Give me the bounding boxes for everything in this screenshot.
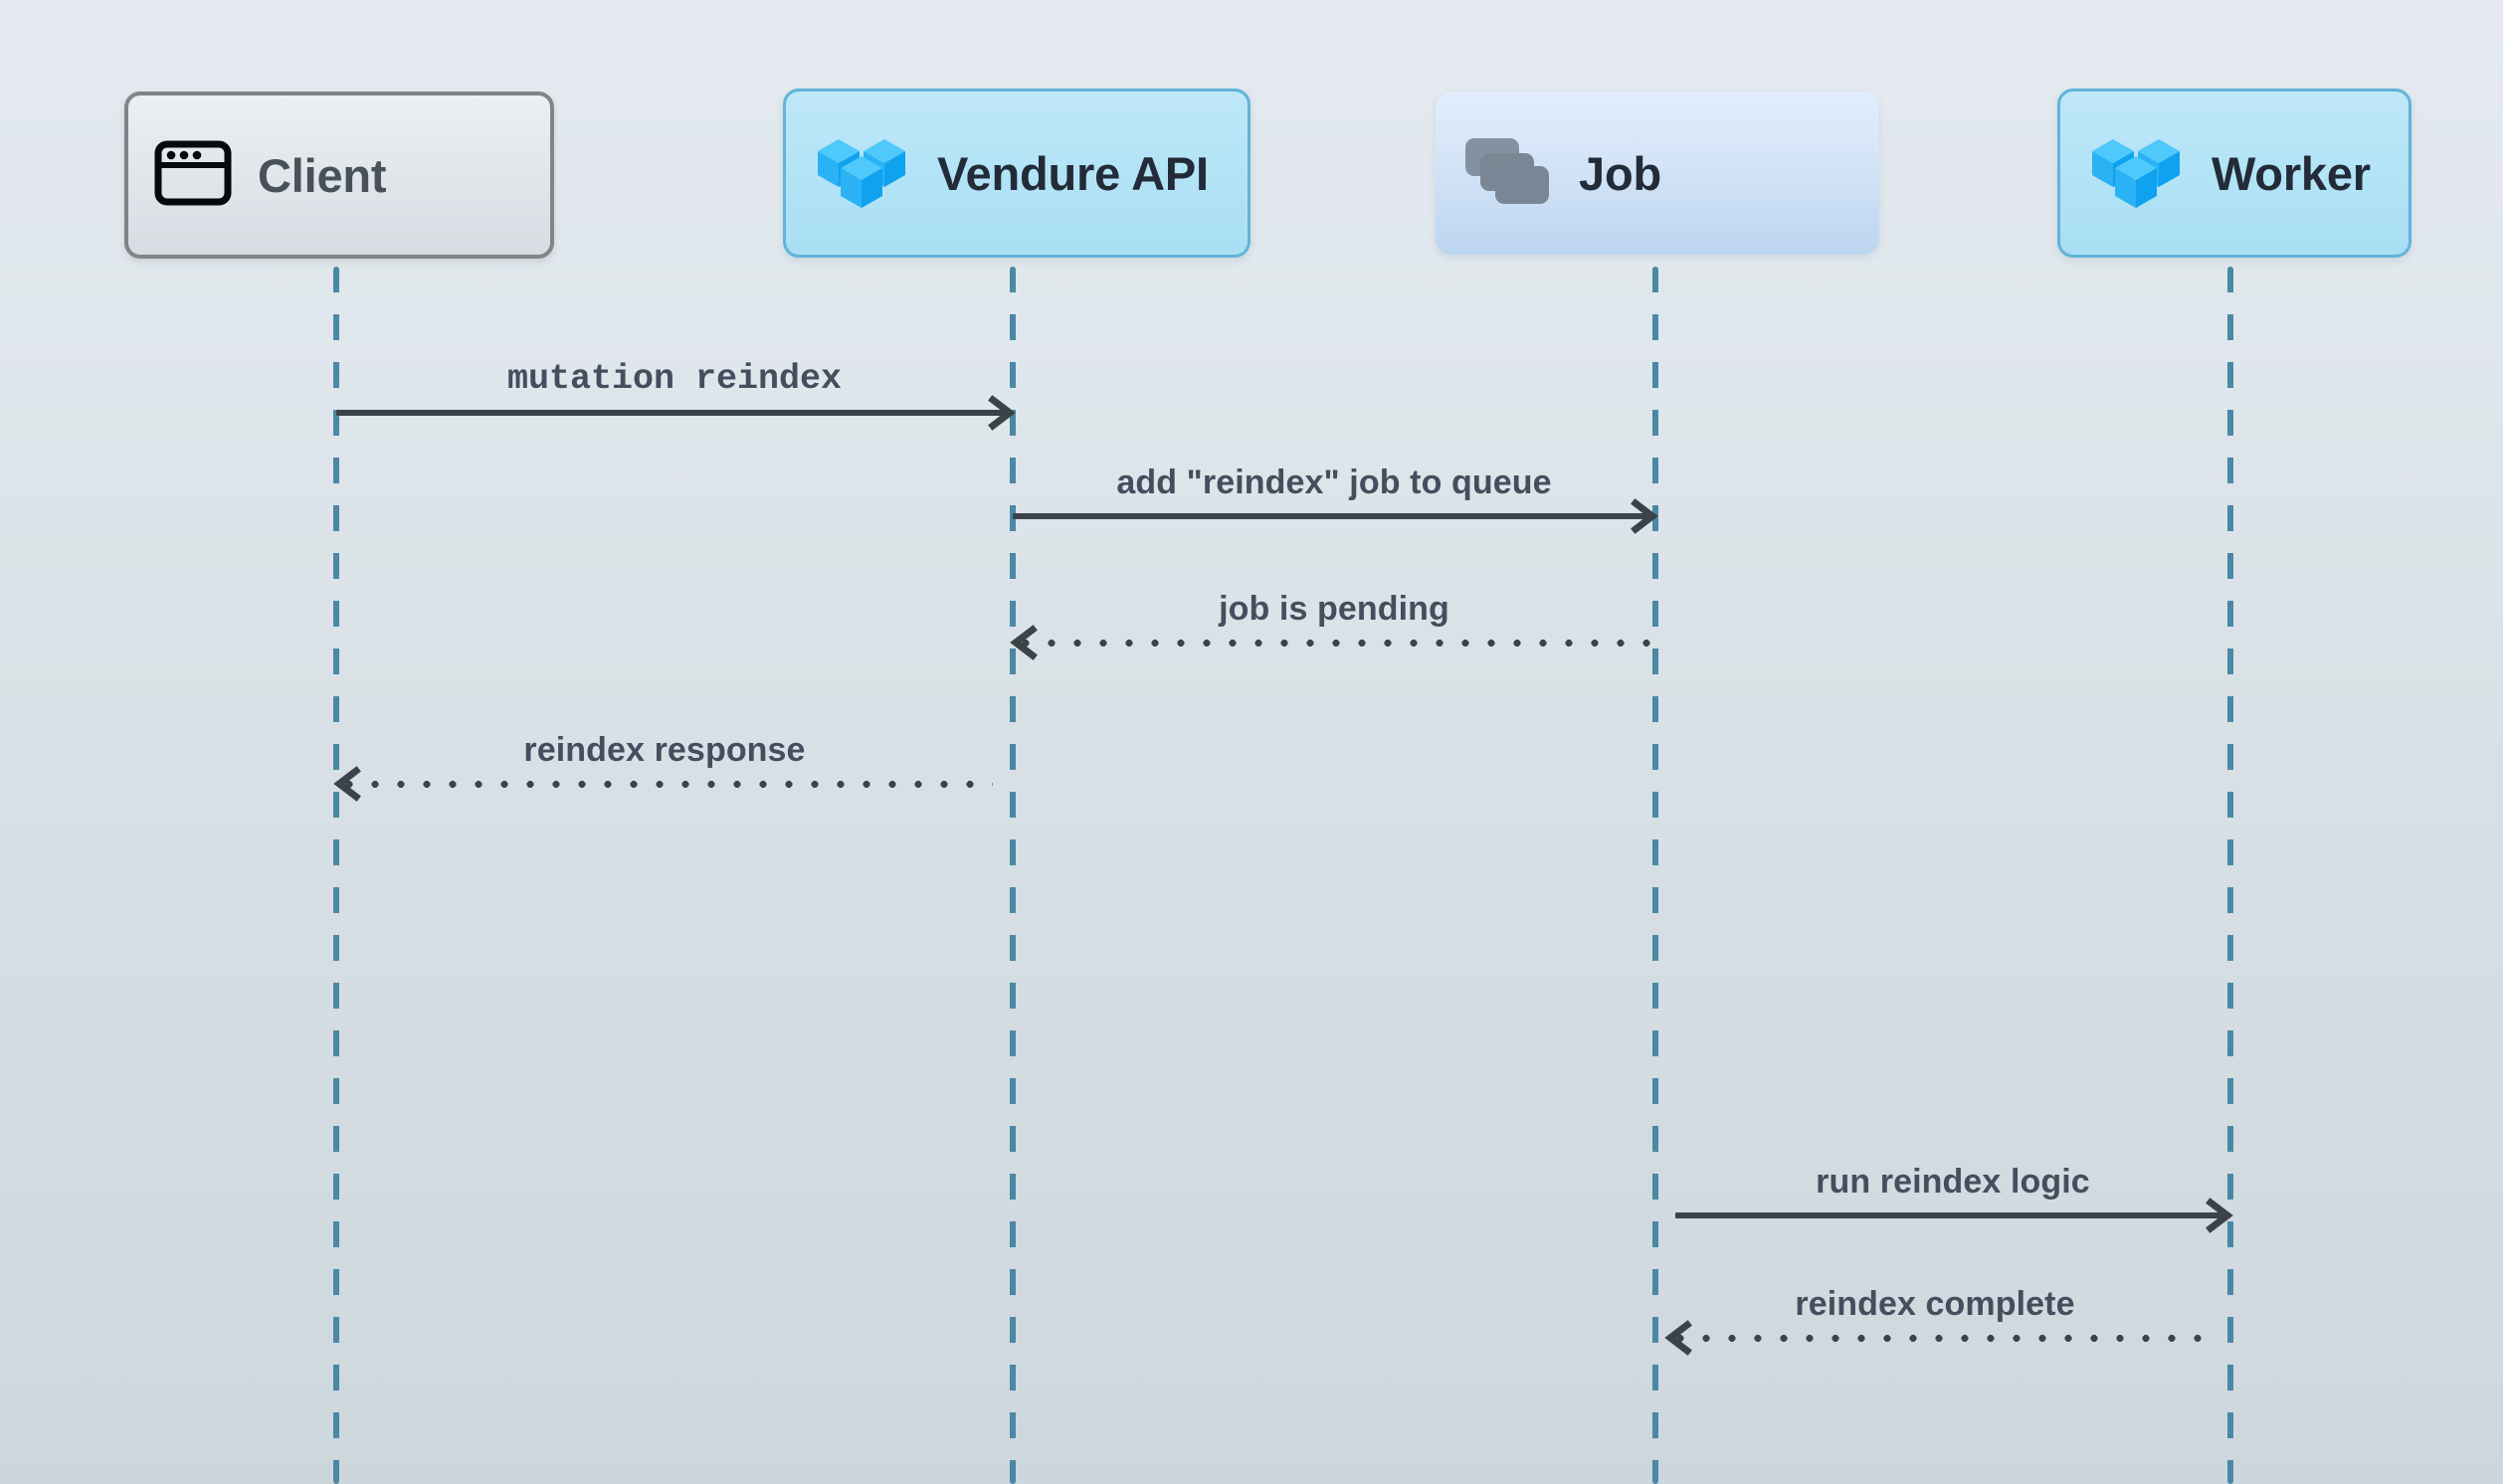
lifeline-worker [2227,267,2233,1484]
lifeline-vendure [1010,267,1016,1484]
arrowhead-left-icon [333,766,361,802]
arrowhead-right-icon [2206,1198,2233,1233]
stacked-layers-icon [1461,132,1553,215]
message-line [1667,1335,2203,1342]
participant-client[interactable]: Client [124,92,554,259]
participant-worker[interactable]: Worker [2057,89,2411,258]
participant-label-vendure-api: Vendure API [937,146,1209,200]
participant-label-worker: Worker [2212,146,2371,200]
participant-label-job: Job [1579,146,1661,200]
participant-label-client: Client [258,148,387,202]
arrowhead-right-icon [1631,498,1658,534]
participant-vendure-api[interactable]: Vendure API [783,89,1251,258]
participant-job[interactable]: Job [1436,92,1879,255]
arrowhead-left-icon [1010,625,1038,660]
message-line [1675,1212,2230,1218]
lifeline-job [1652,267,1658,1484]
vendure-logo-icon [812,128,911,219]
message-line [1013,513,1655,519]
message-label: reindex complete [1795,1285,2075,1323]
message-label: job is pending [1219,590,1449,628]
message-label: add "reindex" job to queue [1116,464,1552,501]
message-label: reindex response [523,731,806,769]
message-label: run reindex logic [1816,1163,2090,1201]
lifeline-client [333,267,339,1484]
message-line [336,781,993,788]
arrowhead-left-icon [1664,1320,1692,1356]
message-label: mutation reindex [506,359,843,399]
arrowhead-right-icon [988,395,1016,431]
message-line [336,410,1013,416]
browser-window-icon [154,140,232,211]
vendure-logo-icon [2086,128,2186,219]
message-line [1013,640,1655,647]
